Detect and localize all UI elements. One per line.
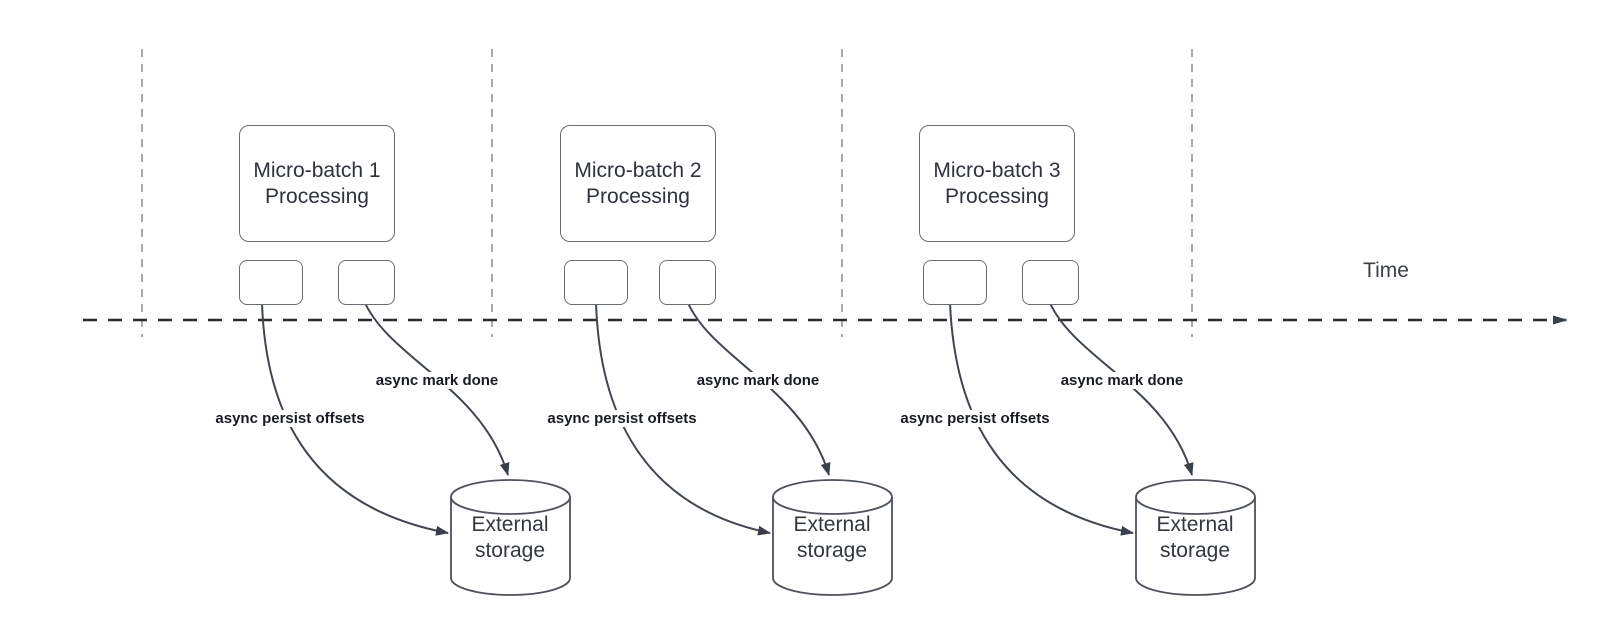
persist-offsets-label-1: async persist offsets: [212, 410, 368, 427]
persist-offsets-arrow-1: [261, 302, 449, 536]
mark-done-arrow-2: [687, 302, 831, 476]
micro-batch-processing-box-2: Micro-batch 2 Processing: [560, 125, 716, 242]
micro-batch-subtitle-2: Processing: [586, 184, 690, 208]
external-storage-label-3: External storage: [1156, 513, 1234, 562]
micro-batch-title-3: Micro-batch 3: [933, 158, 1061, 182]
mark-done-task-box-1: [338, 260, 395, 305]
mark-done-arrow-3: [1049, 302, 1194, 476]
mark-done-task-box-3: [1022, 260, 1079, 305]
storage-cylinder-3: [1135, 479, 1256, 596]
offset-task-box-2: [564, 260, 628, 305]
storage-cylinder-2: [772, 479, 893, 596]
micro-batch-title-2: Micro-batch 2: [574, 158, 702, 182]
external-storage-label-1: External storage: [471, 513, 549, 562]
micro-batch-subtitle-1: Processing: [265, 184, 369, 208]
offset-task-box-3: [923, 260, 987, 305]
storage-cylinder-1: [450, 479, 571, 596]
micro-batch-subtitle-3: Processing: [945, 184, 1049, 208]
mark-done-label-2: async mark done: [693, 372, 823, 389]
mark-done-arrow-1: [364, 302, 510, 476]
time-label: Time: [1363, 259, 1409, 282]
micro-batch-processing-box-1: Micro-batch 1 Processing: [239, 125, 395, 242]
micro-batch-title-1: Micro-batch 1: [253, 158, 381, 182]
persist-offsets-arrow-2: [595, 302, 771, 536]
persist-offsets-arrow-3: [949, 302, 1134, 536]
offset-task-box-1: [239, 260, 303, 305]
external-storage-label-2: External storage: [793, 513, 871, 562]
persist-offsets-label-2: async persist offsets: [544, 410, 700, 427]
persist-offsets-label-3: async persist offsets: [897, 410, 1053, 427]
mark-done-label-1: async mark done: [372, 372, 502, 389]
mark-done-label-3: async mark done: [1057, 372, 1187, 389]
micro-batch-processing-box-3: Micro-batch 3 Processing: [919, 125, 1075, 242]
mark-done-task-box-2: [659, 260, 716, 305]
